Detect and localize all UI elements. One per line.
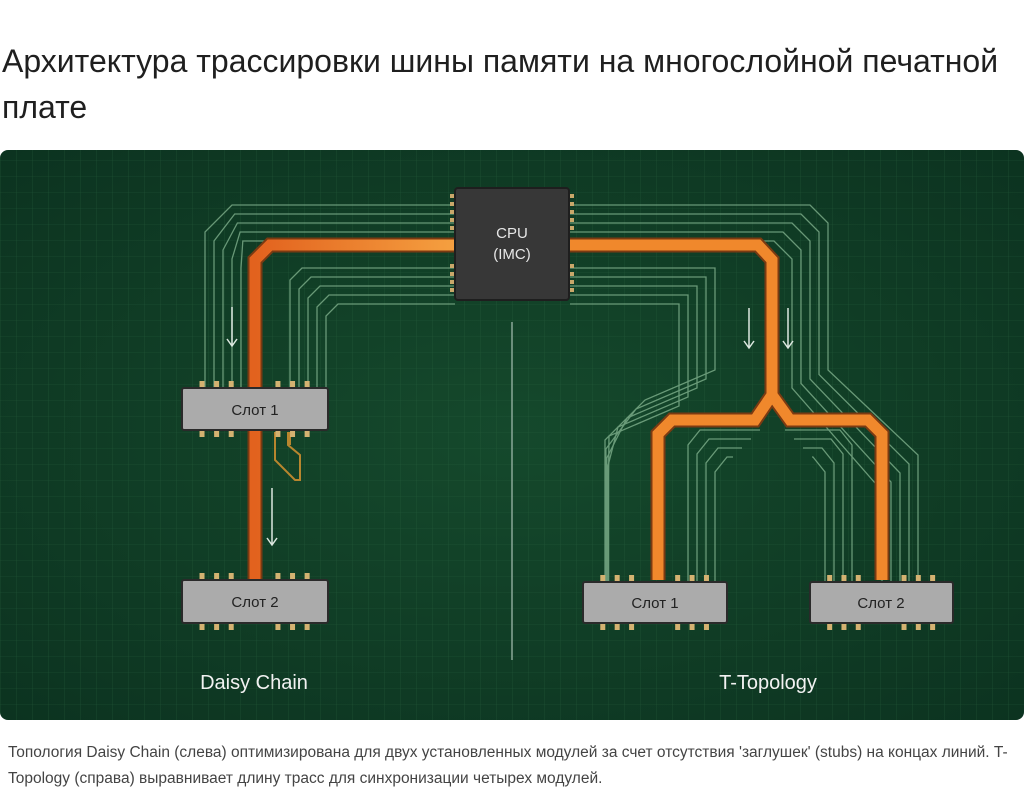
t-topology-label: T-Topology <box>719 672 817 694</box>
daisy-chain-label: Daisy Chain <box>200 672 308 694</box>
daisy-slot1 <box>181 381 329 437</box>
daisy-slot2 <box>181 573 329 630</box>
t-slot1 <box>582 575 728 630</box>
cpu-chip: CPU (IMC) <box>450 187 574 301</box>
arrow-icon <box>226 307 794 547</box>
cpu-sublabel: (IMC) <box>493 246 531 263</box>
caption: Топология Daisy Chain (слева) оптимизиро… <box>8 744 1008 787</box>
t-slot1-label: Слот 1 <box>631 595 678 612</box>
page-title: Архитектура трассировки шины памяти на м… <box>2 43 999 125</box>
daisy-slot1-label: Слот 1 <box>231 402 278 419</box>
stub-traces <box>274 432 301 481</box>
pcb-diagram: CPU (IMC) Слот 1 Слот 2 Слот 1 Слот 2 Da… <box>0 150 1024 720</box>
t-slot2-label: Слот 2 <box>857 595 904 612</box>
cpu-label: CPU <box>496 225 528 242</box>
daisy-slot2-label: Слот 2 <box>231 594 278 611</box>
t-slot2 <box>809 575 954 630</box>
